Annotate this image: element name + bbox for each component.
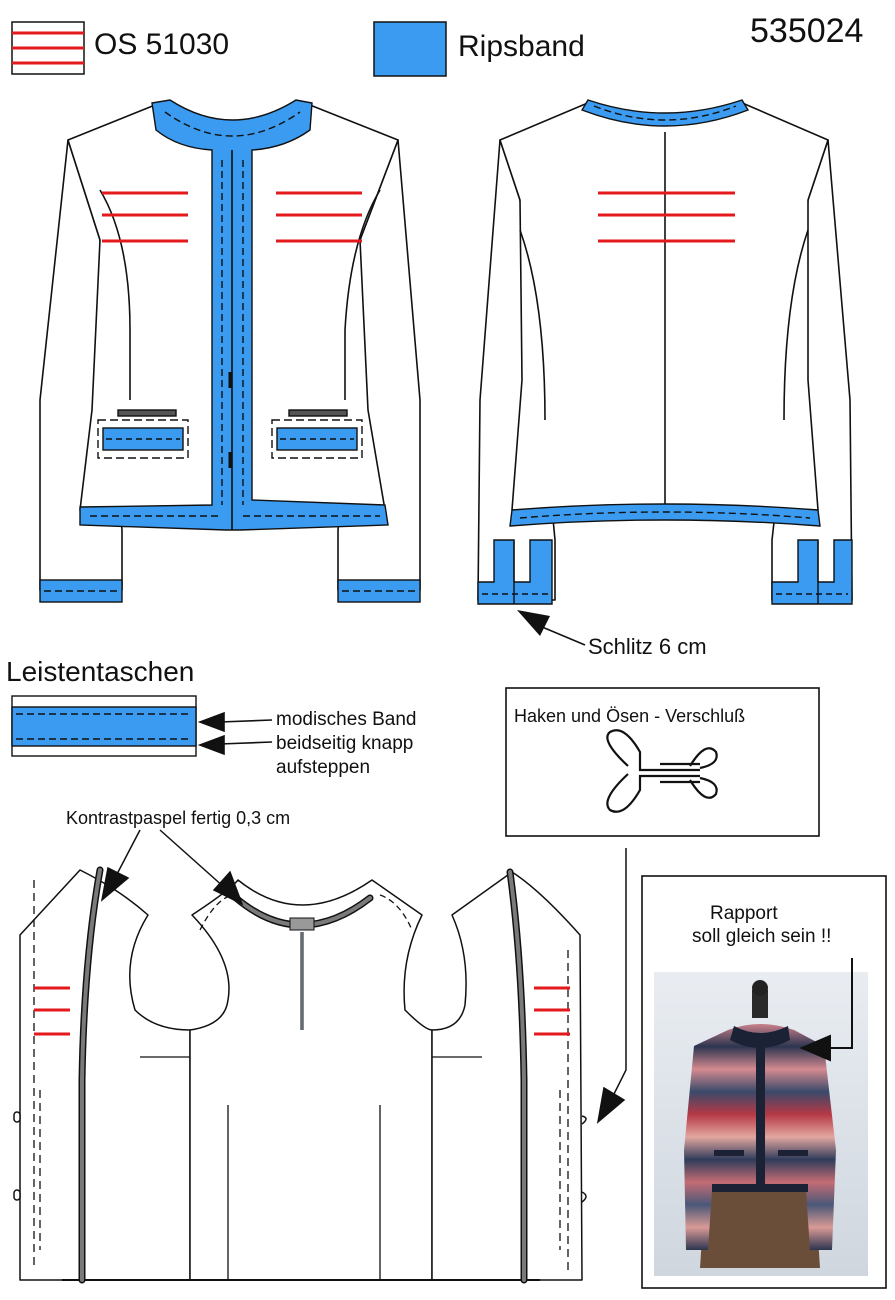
legend-ribbon-swatch [373,21,447,77]
back-jacket-sketch [477,101,853,601]
front-welt-pockets [97,409,363,459]
hook-closure-box [505,687,820,837]
front-jacket-sketch [39,104,421,591]
pattern-detail-lines [33,880,569,1281]
photo-frame [641,875,887,1289]
piping-arrows [100,829,244,906]
legend-red-swatch [11,21,85,75]
legend-ribbon-label: Ripsband [458,30,585,63]
band-note: modisches Band beidseitig knapp aufstepp… [276,709,417,778]
repeat-note-line1: Rapport [710,903,778,924]
piping-label: Kontrastpaspel fertig 0,3 cm [66,808,291,828]
repeat-note: Rapport soll gleich sein !! [692,902,831,948]
hook-and-eye-icon [606,729,718,813]
neck-label-and-slit [289,917,315,1030]
pattern-pieces [19,869,583,1281]
back-red-stitching [598,191,735,243]
hook-closure-title: Haken und Ösen - Verschluß [514,706,746,726]
front-ribbon-trim [39,99,421,603]
model-number: 535024 [750,12,864,50]
welt-pocket-detail [11,695,197,757]
contrast-piping [78,866,528,1284]
slit-label: Schlitz 6 cm [588,634,707,659]
pockets-title: Leistentaschen [6,656,195,687]
legend-red-stitch-label: OS 51030 [94,28,230,61]
repeat-arrow [799,958,853,1062]
repeat-note-line2: soll gleich sein !! [692,926,832,947]
slit-arrow [517,610,586,646]
back-ribbon-trim [477,99,853,605]
hook-arrow [596,848,627,1124]
pattern-red-stitching [34,986,570,1036]
band-note-arrows [197,711,273,756]
front-red-stitching [102,191,362,243]
pattern-hook-marks [13,1111,587,1203]
